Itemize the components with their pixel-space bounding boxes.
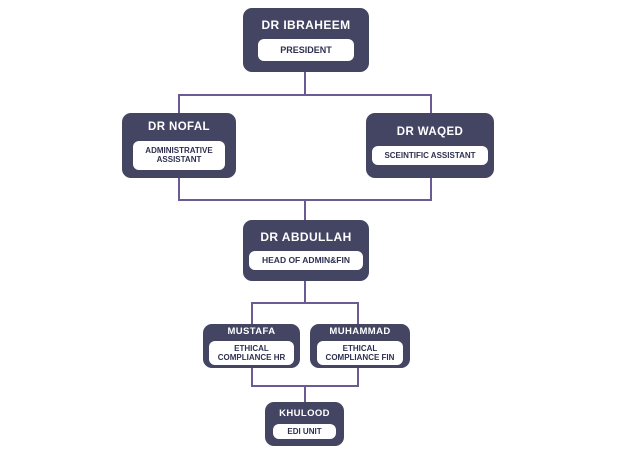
connector-drop-waqed (430, 94, 432, 114)
connector-drop-nofal (178, 94, 180, 114)
connector-abdullah-stem (304, 199, 306, 220)
org-node-title-ibraheem: PRESIDENT (258, 38, 354, 62)
org-node-title-nofal-line1: ADMINISTRATIVE (145, 146, 213, 156)
org-node-title-mustafa-line1: ETHICAL (234, 344, 269, 354)
org-node-name-nofal: DR NOFAL (148, 121, 210, 134)
connector-ibraheem-stem (304, 72, 306, 95)
org-node-title-nofal: ADMINISTRATIVE ASSISTANT (133, 141, 225, 170)
org-node-name-muhammad: MUHAMMAD (329, 325, 391, 337)
connector-drop-mustafa (251, 302, 253, 324)
connector-mustafa-stem (251, 368, 253, 386)
org-node-muhammad[interactable]: MUHAMMAD ETHICAL COMPLIANCE FIN (310, 324, 410, 368)
org-node-title-muhammad-line1: ETHICAL (342, 344, 378, 354)
org-node-name-abdullah: DR ABDULLAH (260, 229, 352, 244)
org-node-nofal[interactable]: DR NOFAL ADMINISTRATIVE ASSISTANT (122, 113, 236, 178)
org-node-title-khulood: EDI UNIT (273, 423, 336, 439)
org-node-title-muhammad-line2: COMPLIANCE FIN (325, 353, 395, 363)
org-node-abdullah[interactable]: DR ABDULLAH HEAD OF ADMIN&FIN (243, 220, 369, 281)
connector-level2-bus (178, 94, 432, 96)
connector-drop-muhammad (357, 302, 359, 324)
connector-khulood-stem (304, 385, 306, 402)
org-node-title-abdullah: HEAD OF ADMIN&FIN (249, 250, 363, 271)
connector-nofal-stem (178, 178, 180, 200)
org-node-name-ibraheem: DR IBRAHEEM (261, 17, 351, 32)
connector-level4-bus (251, 302, 359, 304)
org-node-name-khulood: KHULOOD (279, 408, 330, 420)
connector-abdullah-down (304, 281, 306, 303)
org-node-name-waqed: DR WAQED (396, 126, 464, 139)
org-node-ibraheem[interactable]: DR IBRAHEEM PRESIDENT (243, 8, 369, 72)
org-node-title-muhammad: ETHICAL COMPLIANCE FIN (316, 341, 404, 366)
org-node-name-mustafa: MUSTAFA (227, 325, 276, 337)
connector-waqed-stem (430, 178, 432, 200)
org-node-waqed[interactable]: DR WAQED SCEINTIFIC ASSISTANT (366, 113, 494, 178)
org-node-mustafa[interactable]: MUSTAFA ETHICAL COMPLIANCE HR (203, 324, 300, 368)
org-node-title-waqed: SCEINTIFIC ASSISTANT (372, 145, 488, 165)
org-node-title-mustafa: ETHICAL COMPLIANCE HR (208, 341, 295, 366)
org-node-title-mustafa-line2: COMPLIANCE HR (217, 353, 286, 363)
connector-muhammad-stem (357, 368, 359, 386)
org-node-khulood[interactable]: KHULOOD EDI UNIT (265, 402, 344, 446)
org-node-title-nofal-line2: ASSISTANT (156, 155, 202, 165)
